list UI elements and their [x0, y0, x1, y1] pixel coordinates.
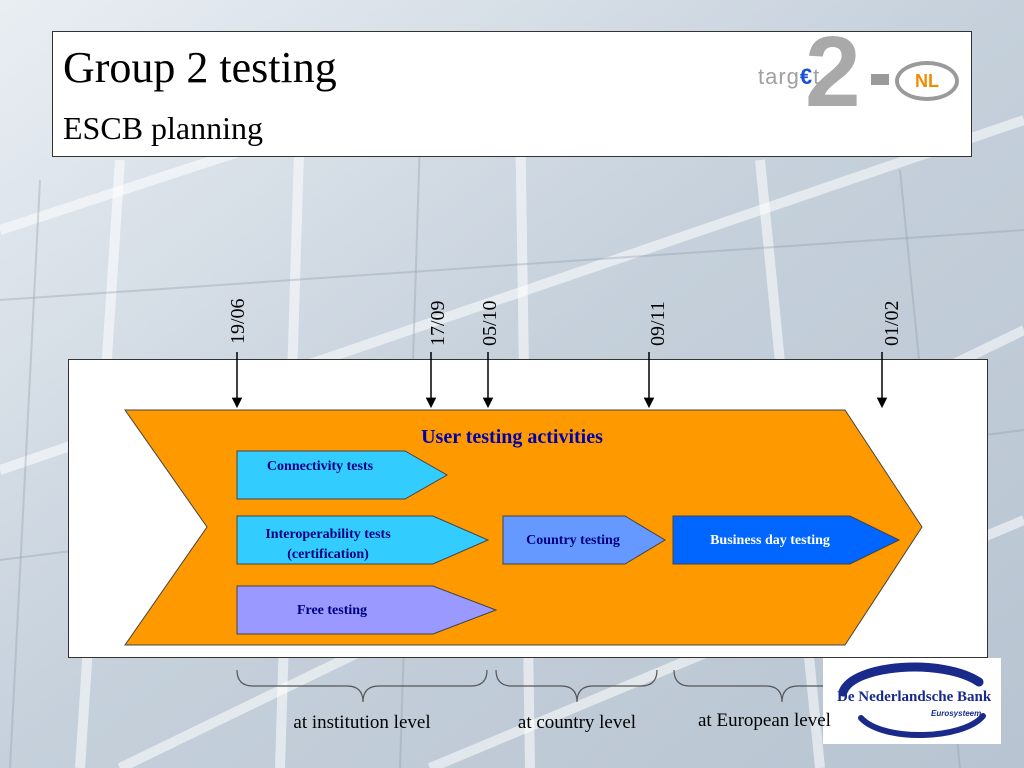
target2-nl-logo: 2 targ€t NL: [753, 22, 971, 122]
interoperability-tests-label: Interoperability tests: [265, 527, 391, 542]
free-testing-label: Free testing: [297, 603, 367, 618]
business-day-testing-arrow: [672, 515, 901, 565]
slide-title: Group 2 testing: [63, 43, 337, 92]
slide-subtitle: ESCB planning: [63, 110, 264, 146]
logo-wordmark: targ€t: [758, 64, 820, 90]
business-day-testing-label: Business day testing: [710, 533, 830, 548]
logo-dash: [871, 74, 889, 85]
logo-oval: NL: [895, 61, 959, 101]
logo-text-suffix: t: [813, 64, 821, 89]
dnb-subtitle: Eurosysteem: [931, 709, 982, 718]
connectivity-tests-arrow: [236, 450, 449, 500]
milestone-markers: 19/06 17/09 05/10 09/11 01/02: [227, 298, 903, 409]
date-label-1: 19/06: [227, 298, 249, 344]
interoperability-tests-arrow: [236, 515, 490, 565]
user-testing-heading: User testing activities: [421, 426, 603, 448]
country-testing-label: Country testing: [526, 533, 620, 548]
date-label-5: 01/02: [881, 300, 903, 346]
level-european: at European level: [698, 710, 831, 731]
level-braces: [236, 669, 890, 703]
level-institution: at institution level: [293, 712, 430, 733]
logo-number: 2: [805, 16, 861, 128]
country-testing-arrow: [502, 515, 666, 565]
interoperability-certification-label: (certification): [287, 547, 369, 562]
brace-country: [495, 669, 658, 703]
date-label-4: 09/11: [647, 301, 669, 346]
dnb-logo: De Nederlandsche Bank Eurosysteem: [823, 658, 1001, 744]
level-country: at country level: [518, 712, 636, 733]
logo-country: NL: [915, 70, 939, 91]
connectivity-tests-label: Connectivity tests: [267, 459, 374, 474]
date-label-2: 17/09: [427, 300, 449, 346]
date-label-3: 05/10: [479, 300, 501, 346]
free-testing-arrow: [236, 585, 498, 635]
dnb-swirl-icon: [838, 662, 986, 738]
title-box: Group 2 testing ESCB planning 2 targ€t N…: [52, 22, 972, 157]
euro-icon: €: [799, 64, 814, 89]
brace-institution: [236, 669, 488, 703]
logo-text-prefix: targ: [758, 64, 800, 89]
dnb-name: De Nederlandsche Bank: [837, 689, 992, 705]
